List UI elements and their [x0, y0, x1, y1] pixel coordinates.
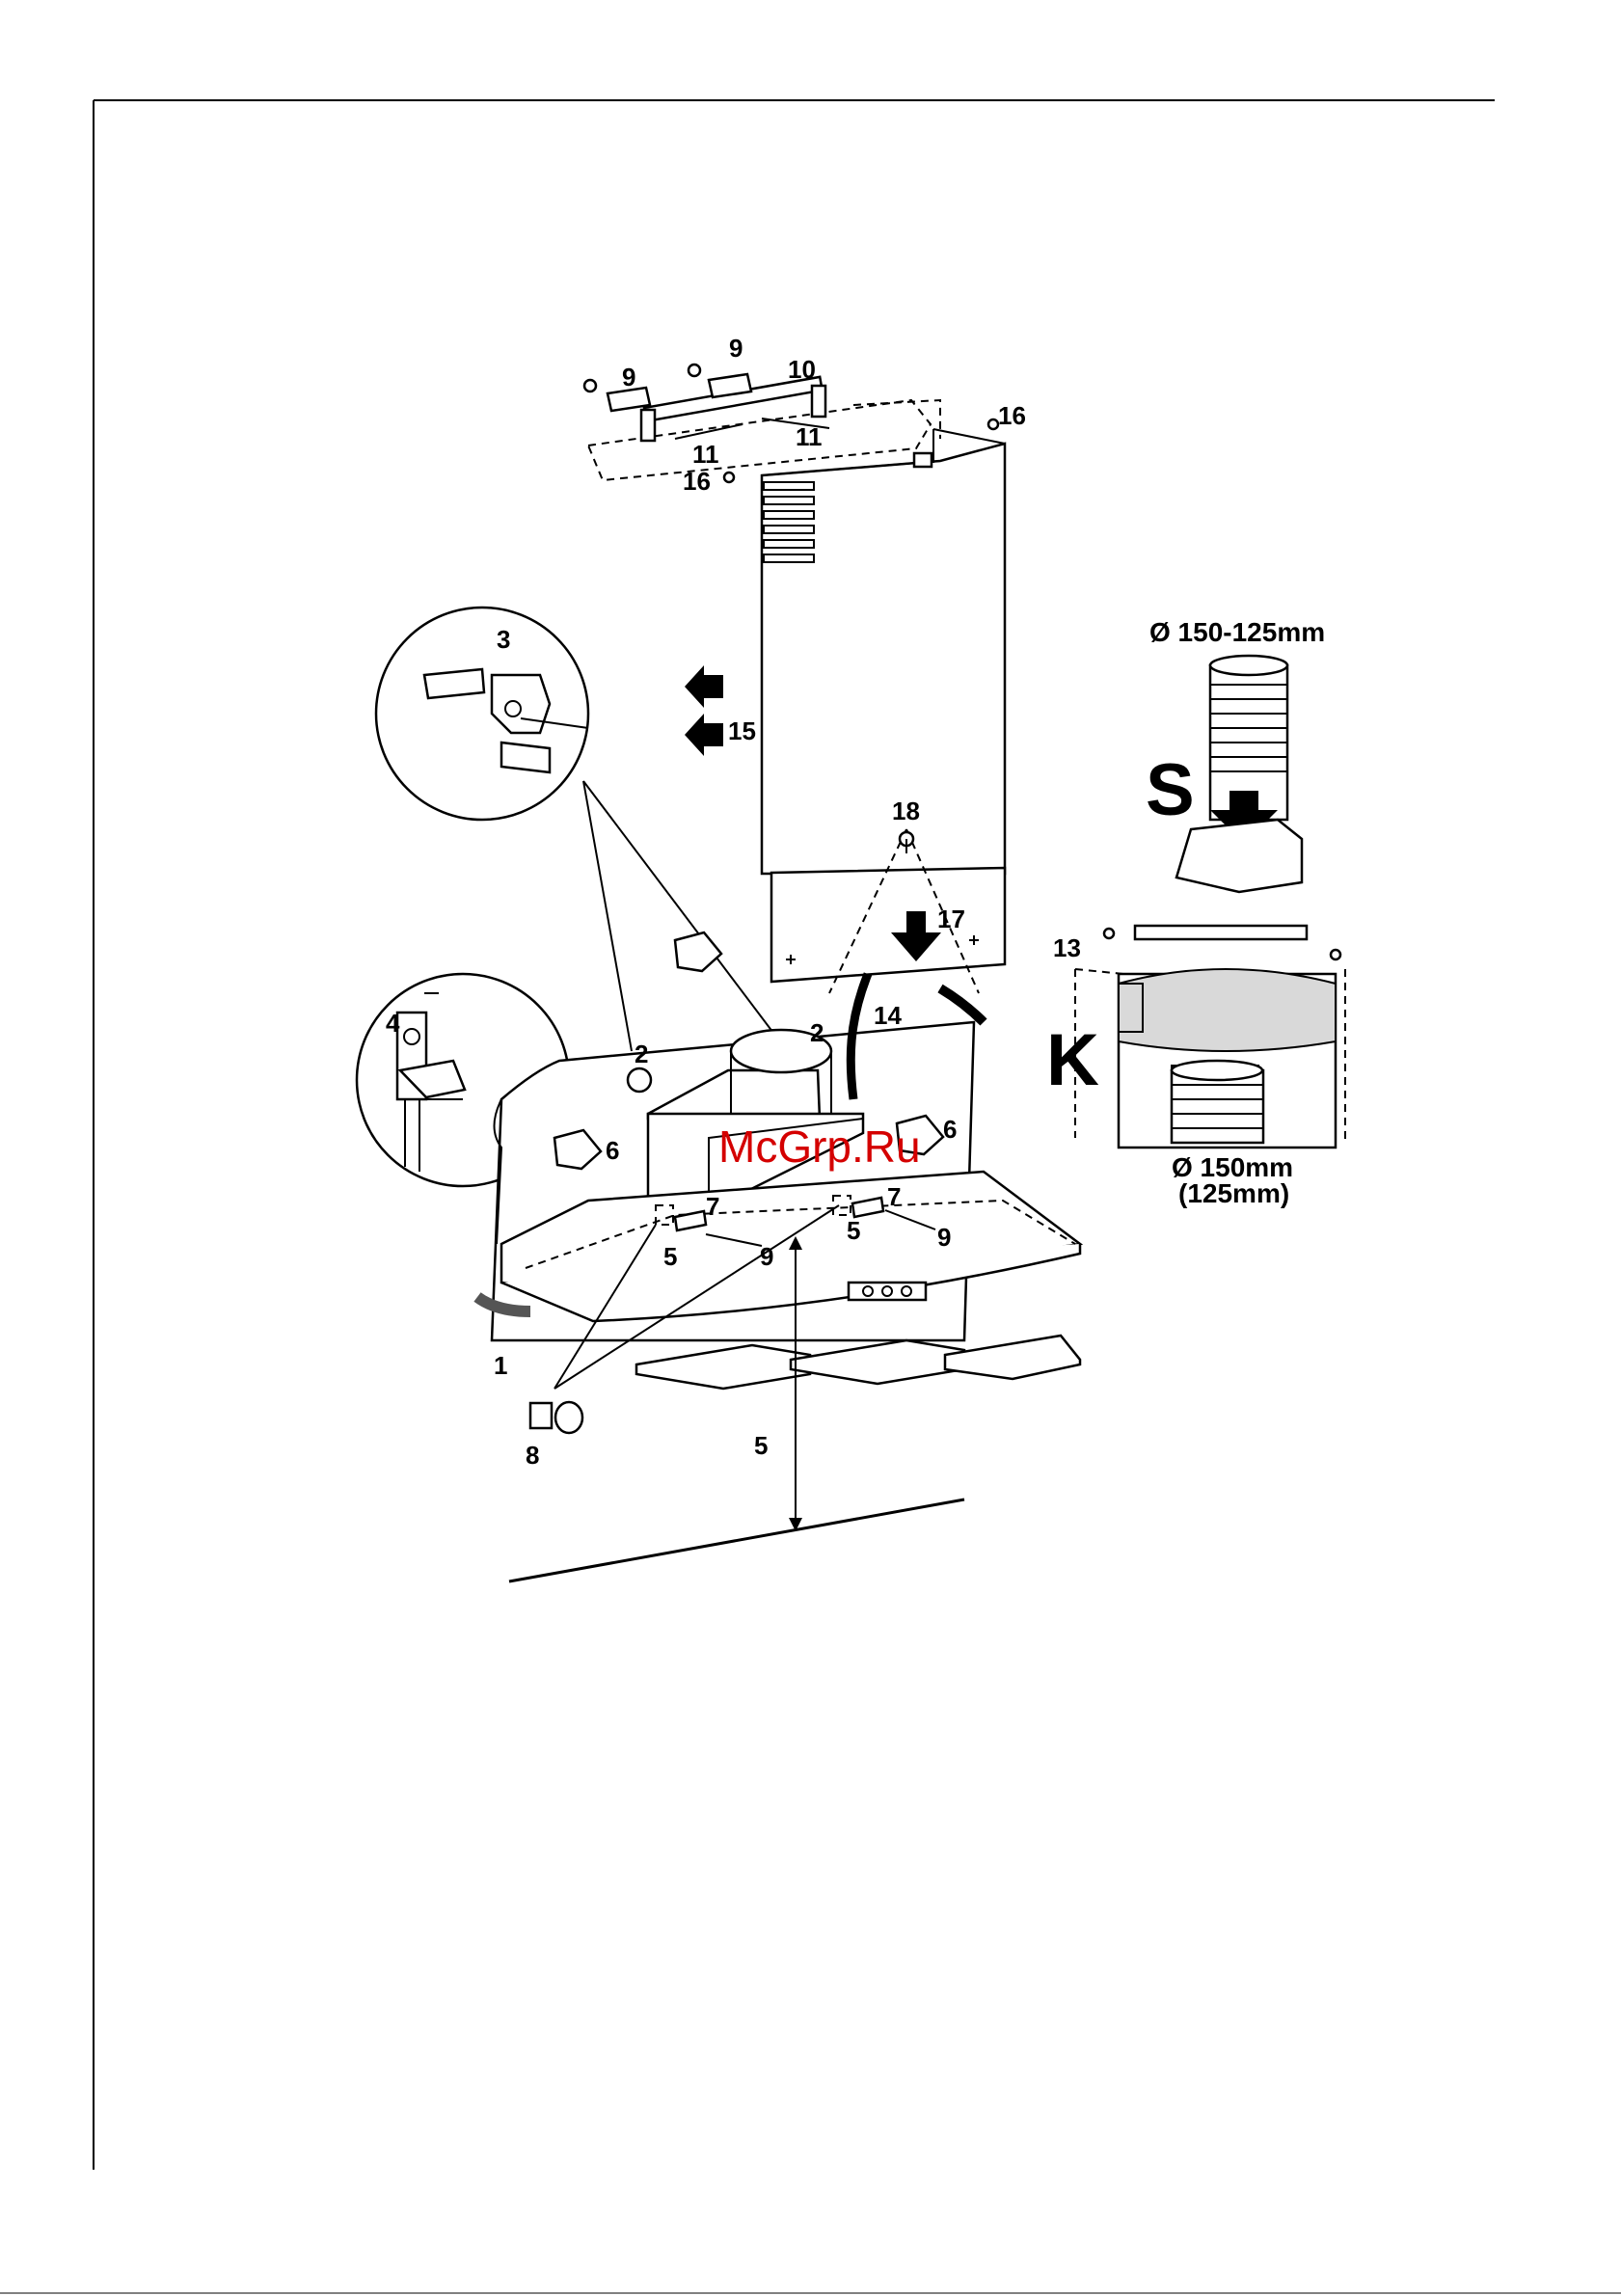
- part-8-dowel: [530, 1402, 582, 1433]
- label-5b: 5: [847, 1216, 860, 1245]
- label-18: 18: [892, 797, 920, 825]
- option-letter-k: K: [1046, 1019, 1099, 1101]
- label-2b: 2: [810, 1018, 824, 1047]
- label-11b: 11: [796, 422, 823, 451]
- label-8: 8: [526, 1441, 539, 1470]
- label-11a: 11: [692, 440, 719, 469]
- label-4: 4: [386, 1009, 400, 1038]
- label-9a: 9: [622, 363, 635, 392]
- label-3: 3: [497, 625, 510, 654]
- chimney-upper-cover: [762, 429, 1005, 874]
- label-2a: 2: [635, 1040, 648, 1068]
- option-letter-s: S: [1146, 749, 1195, 831]
- watermark-text: McGrp.Ru: [718, 1121, 921, 1172]
- label-9c: 9: [760, 1242, 773, 1271]
- label-15: 15: [728, 716, 756, 745]
- label-13: 13: [1053, 933, 1081, 962]
- option-s-duct: [1176, 656, 1302, 892]
- label-17: 17: [937, 905, 965, 933]
- label-9d: 9: [937, 1223, 951, 1252]
- label-5a: 5: [663, 1242, 677, 1271]
- duct-diameter-top: Ø 150-125mm: [1149, 617, 1325, 647]
- label-7b: 7: [887, 1182, 901, 1211]
- label-14: 14: [874, 1001, 902, 1030]
- label-1: 1: [494, 1351, 507, 1380]
- label-16b: 16: [683, 467, 711, 496]
- label-5c: 5: [754, 1431, 768, 1460]
- label-10: 10: [788, 355, 816, 384]
- label-7a: 7: [706, 1192, 719, 1221]
- grease-filters: [636, 1336, 1080, 1389]
- label-16a: 16: [998, 401, 1026, 430]
- label-6b: 6: [943, 1115, 957, 1144]
- label-6a: 6: [606, 1136, 619, 1165]
- duct-diameter-bottom-alt: (125mm): [1178, 1178, 1289, 1208]
- option-k-recirculation: [1075, 926, 1345, 1148]
- label-9b: 9: [729, 334, 743, 363]
